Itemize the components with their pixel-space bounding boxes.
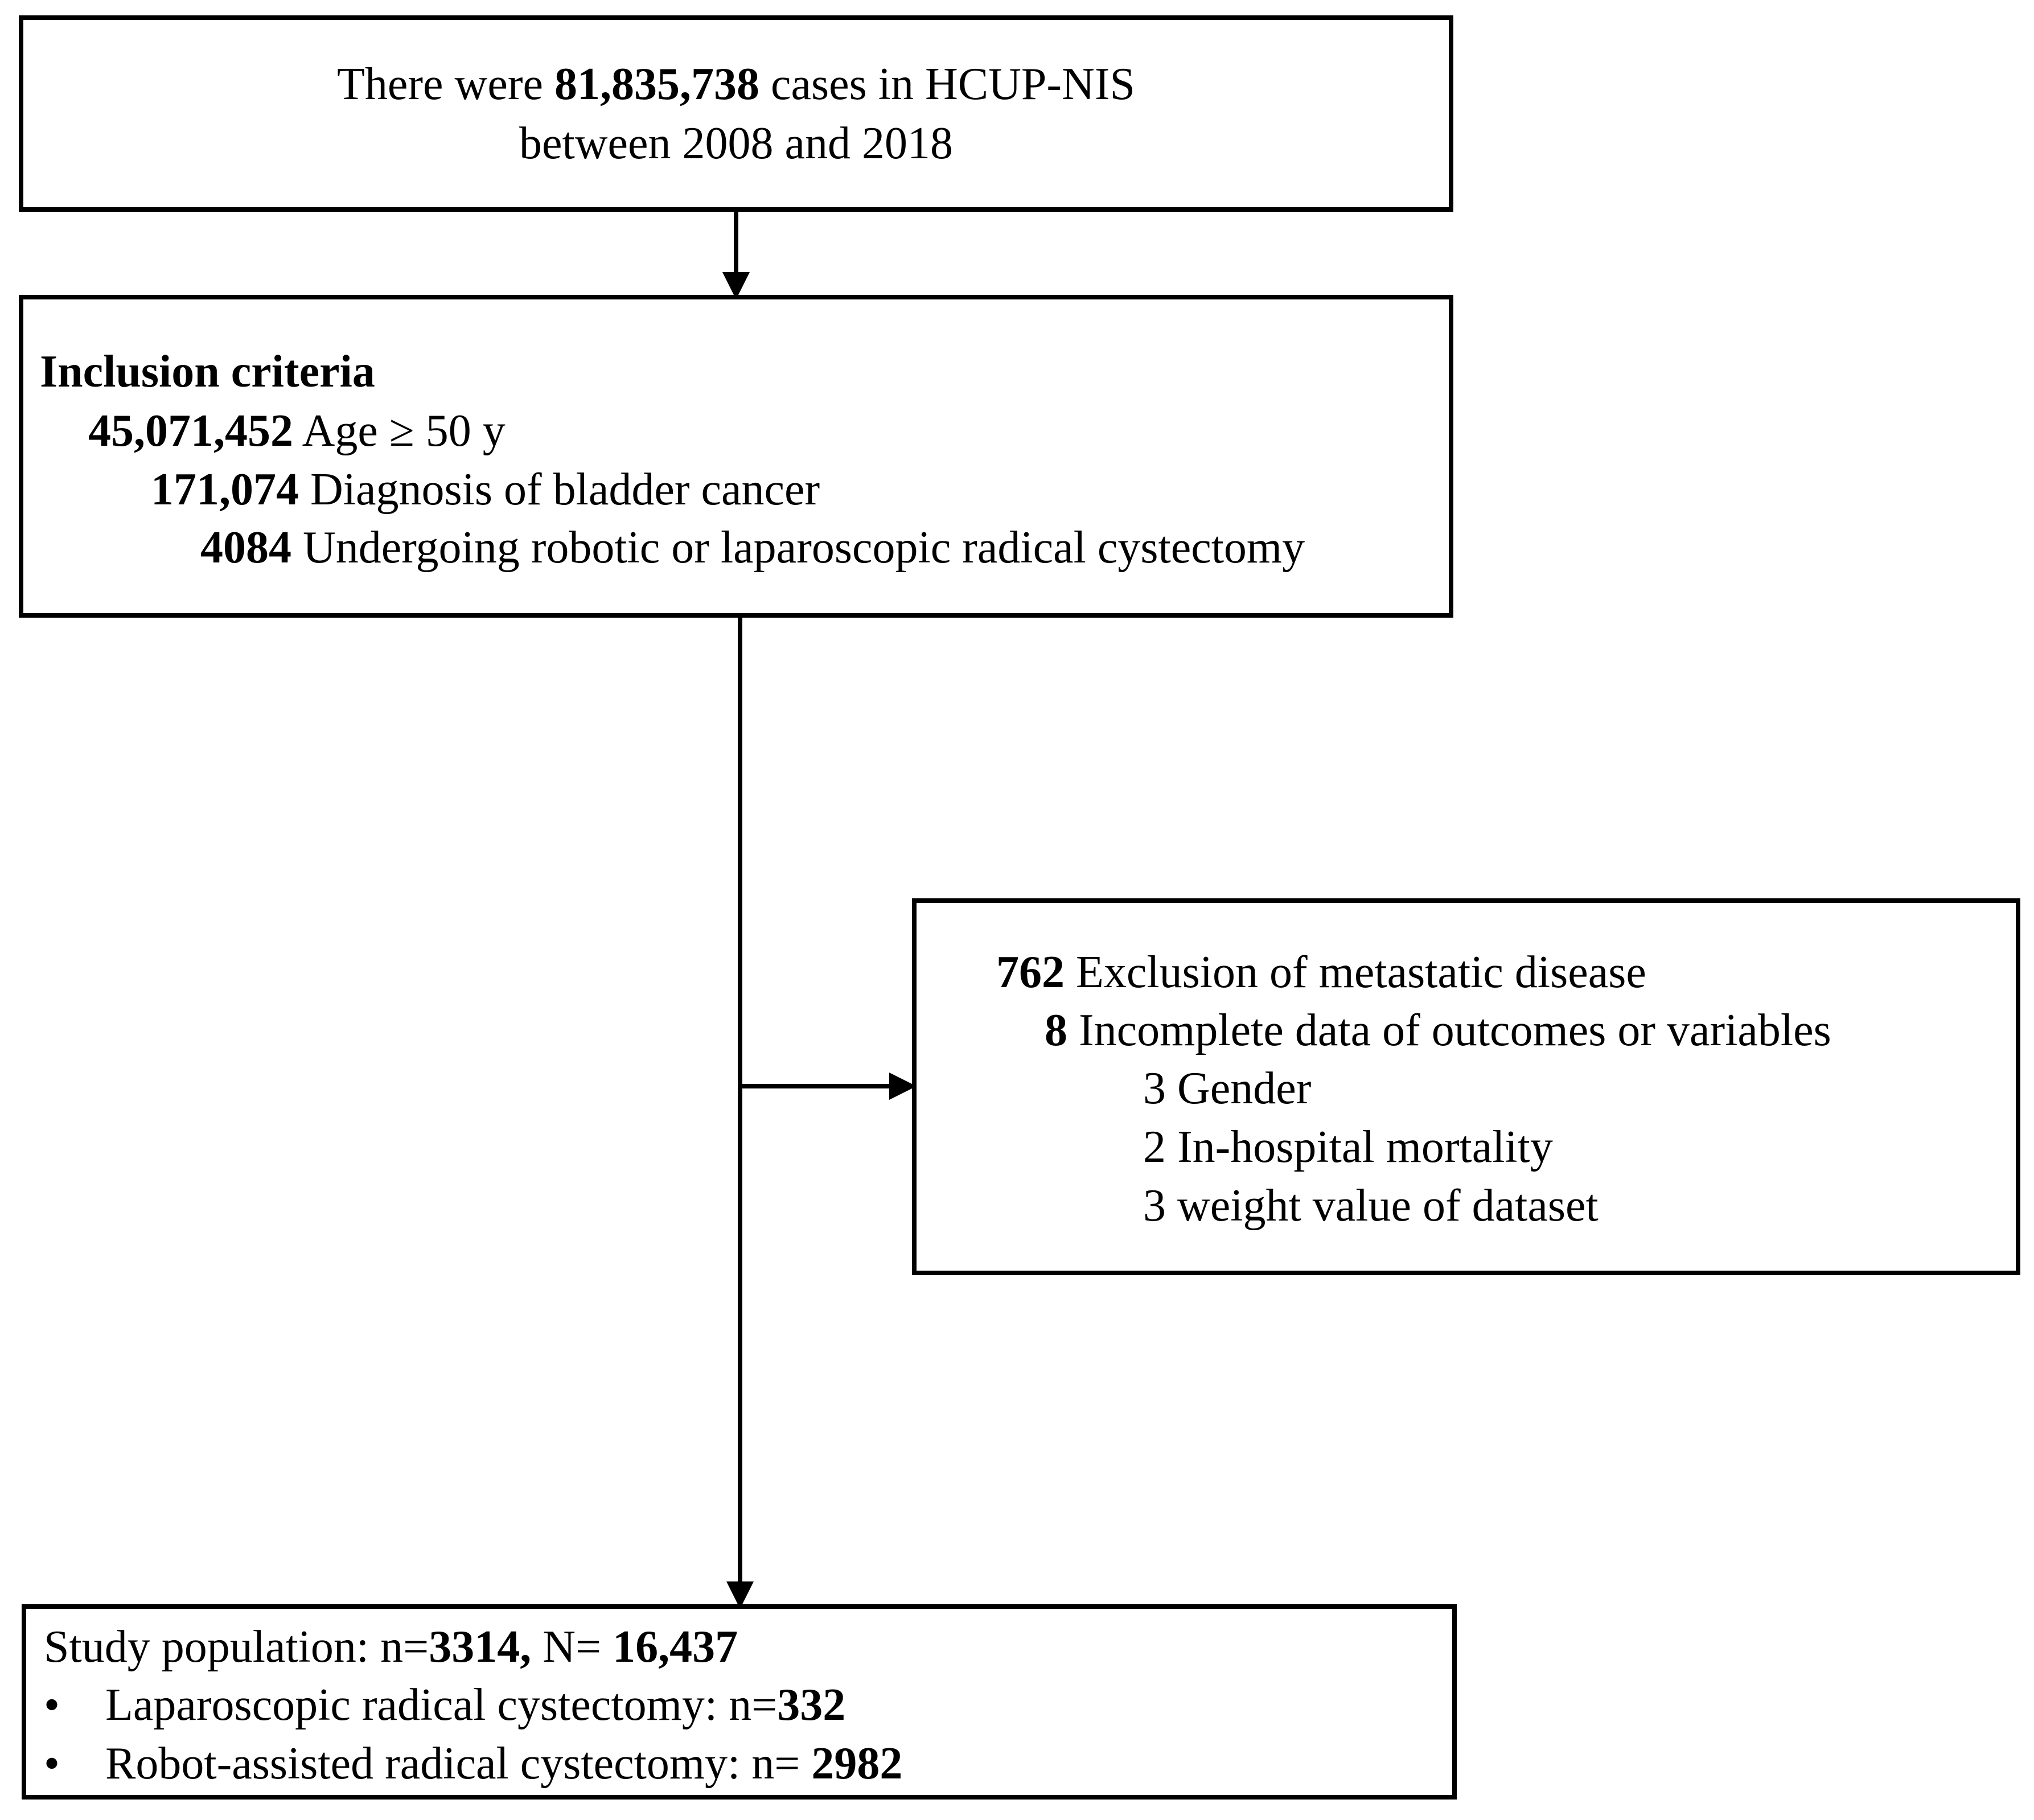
exclusion-box: [912, 898, 2020, 1275]
inclusion-item-age: 45,071,452 Age ≥ 50 y: [88, 406, 506, 456]
inclusion-heading: Inclusion criteria: [40, 347, 375, 397]
study-bullet-laparoscopic: Laparoscopic radical cystectomy: n=332: [105, 1680, 846, 1730]
study-bullet-symbol-1: •: [44, 1680, 60, 1730]
study-bullet-symbol-2: •: [44, 1739, 60, 1789]
study-population-title: Study population: n=3314, N= 16,437: [44, 1622, 738, 1672]
inclusion-box: [19, 295, 1453, 618]
source-line-2: between 2008 and 2018: [519, 118, 954, 169]
exclusion-item-incomplete: 8 Incomplete data of outcomes or variabl…: [1045, 1005, 1831, 1055]
exclusion-item-metastatic: 762 Exclusion of metastatic disease: [996, 947, 1646, 997]
source-count: 81,835,738: [554, 59, 759, 109]
exclusion-subitem-gender: 3 Gender: [1143, 1063, 1312, 1114]
source-box: [19, 15, 1453, 212]
inclusion-item-diagnosis: 171,074 Diagnosis of bladder cancer: [151, 465, 820, 515]
study-population-box: [22, 1604, 1457, 1800]
inclusion-item-procedure: 4084 Undergoing robotic or laparoscopic …: [200, 523, 1305, 573]
exclusion-subitem-mortality: 2 In-hospital mortality: [1143, 1122, 1553, 1172]
source-line-1: There were 81,835,738 cases in HCUP-NIS: [337, 59, 1135, 109]
study-bullet-robot: Robot-assisted radical cystectomy: n= 29…: [105, 1739, 903, 1789]
exclusion-subitem-weight: 3 weight value of dataset: [1143, 1181, 1599, 1231]
